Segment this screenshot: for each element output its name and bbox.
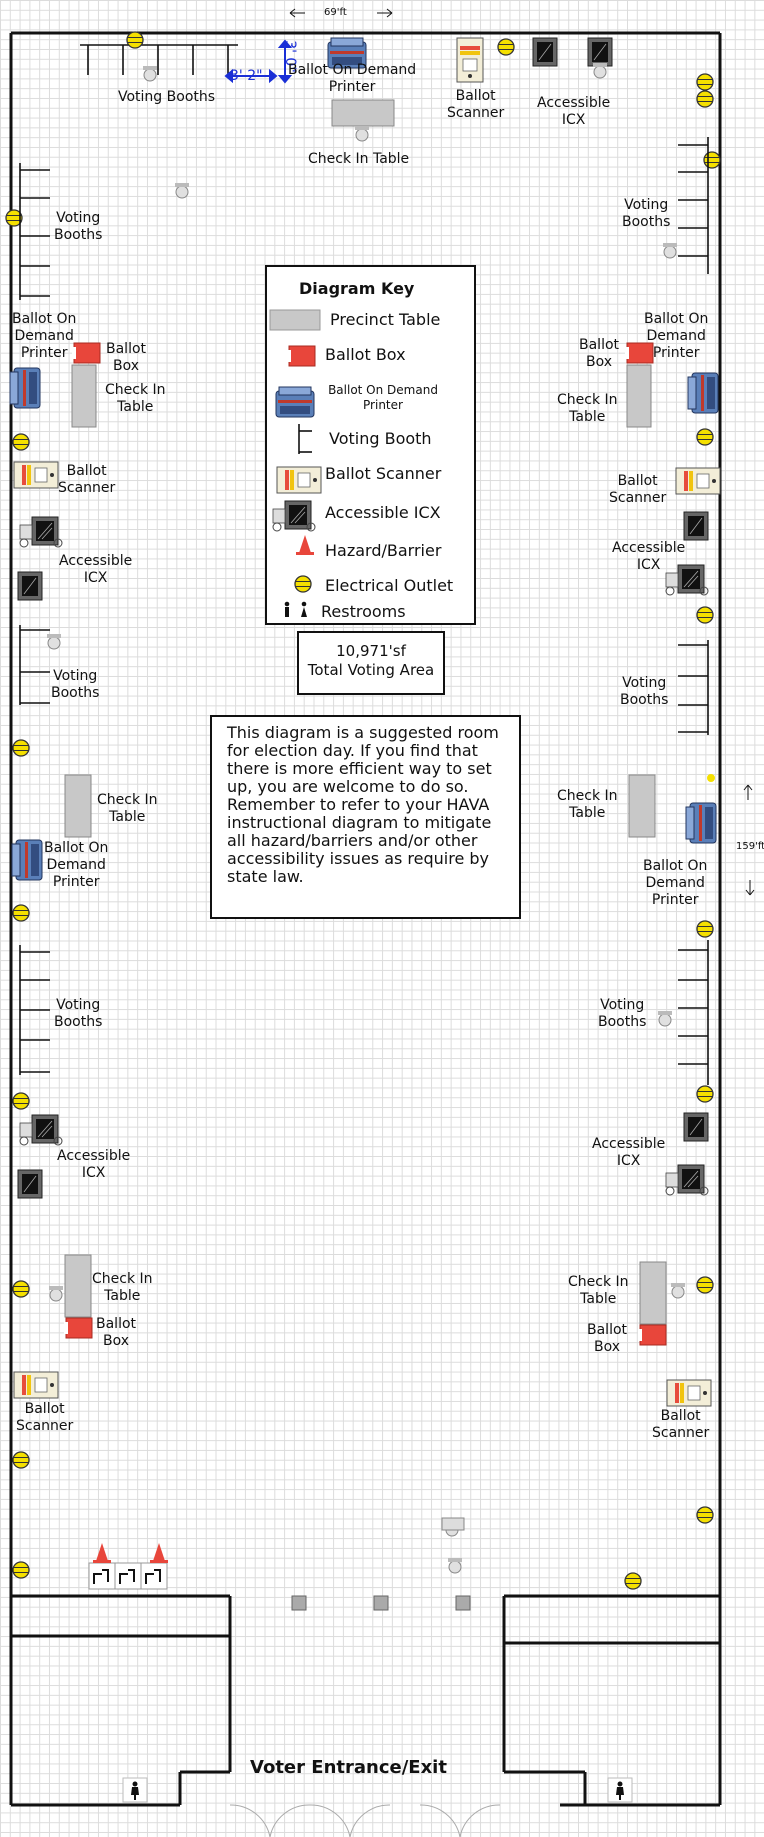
instruction-note: This diagram is a suggested room for ele…	[210, 715, 521, 919]
total-area-value: 10,971'sf	[336, 642, 406, 660]
hazard-barrier-icon	[296, 535, 314, 555]
key-label-electrical-outlet: Electrical Outlet	[325, 576, 454, 595]
ballot-on-demand-printer-icon	[275, 386, 315, 418]
voting-booths-right-2	[678, 640, 709, 735]
restrooms-icon	[284, 601, 307, 617]
total-area-caption: Total Voting Area	[307, 661, 435, 679]
diagram-key: Diagram Key Precinct Table Ballot Box Ba…	[265, 265, 476, 625]
accessible-icx-left-2-label: Accessible ICX	[57, 1148, 131, 1181]
ballot-box-right-2-label: Ballot Box	[587, 1322, 628, 1355]
key-label-hazard-barrier: Hazard/Barrier	[325, 541, 442, 560]
electrical-outlets	[5, 31, 721, 1590]
voting-booths-left-3	[19, 945, 50, 1075]
key-title: Diagram Key	[299, 279, 415, 298]
ballot-scanner-left-1-label: Ballot Scanner	[58, 463, 116, 496]
electrical-outlet-icon	[294, 575, 312, 593]
voting-booths-right-3	[678, 940, 709, 1085]
ballot-scanner-top-label: Ballot Scanner	[447, 88, 505, 121]
entrance-doors	[229, 1804, 501, 1837]
accessible-icx-right-2-label: Accessible ICX	[592, 1136, 666, 1169]
voting-booths-right-3-label: Voting Booths	[598, 997, 647, 1030]
key-label-voting-booth: Voting Booth	[329, 429, 432, 448]
key-label-restrooms: Restrooms	[321, 602, 406, 621]
check-in-table-right-2-label: Check In Table	[557, 788, 618, 821]
voting-booths-right-1	[678, 137, 709, 274]
dimension-arrows	[289, 8, 755, 896]
height-label: 159'ft	[736, 841, 764, 852]
bod-printer-right-1-label: Ballot On Demand Printer	[644, 311, 709, 361]
key-label-accessible-icx: Accessible ICX	[325, 503, 441, 522]
precinct-table-icon	[269, 309, 321, 331]
voting-booths-left-3-label: Voting Booths	[54, 997, 103, 1030]
instruction-note-text: This diagram is a suggested room for ele…	[227, 723, 499, 886]
accessible-icx-icon	[272, 500, 316, 532]
columns	[291, 1595, 471, 1611]
bod-printer-top-label: Ballot On Demand Printer	[288, 62, 417, 95]
voting-booths-left-2-label: Voting Booths	[51, 668, 100, 701]
key-label-bod-printer: Ballot On Demand Printer	[328, 383, 438, 412]
total-area-box: 10,971'sf Total Voting Area	[297, 631, 445, 695]
ballot-box-left-2-label: Ballot Box	[96, 1316, 137, 1349]
accessible-icx-right-1-label: Accessible ICX	[612, 540, 686, 573]
room-walls	[9, 31, 722, 1807]
key-label-precinct-table: Precinct Table	[330, 310, 441, 329]
ballot-scanner-left-2-label: Ballot Scanner	[16, 1401, 74, 1434]
check-in-table-left-2-label: Check In Table	[97, 792, 158, 825]
ballot-box-left-1-label: Ballot Box	[106, 341, 147, 374]
check-in-table-left-1-label: Check In Table	[105, 382, 166, 415]
key-label-ballot-scanner: Ballot Scanner	[325, 464, 442, 483]
measure-width-label: 3' 2"	[230, 68, 263, 84]
voting-booths-label: Voting Booths	[118, 89, 216, 105]
bod-printer-right-2-label: Ballot On Demand Printer	[643, 858, 708, 908]
voting-booths-top	[80, 44, 238, 75]
voting-booths-right-2-label: Voting Booths	[620, 675, 669, 708]
check-in-table-right-1-label: Check In Table	[557, 392, 618, 425]
check-in-table-right-3-label: Check In Table	[568, 1274, 629, 1307]
voter-entrance-label: Voter Entrance/Exit	[250, 1757, 447, 1778]
key-icons	[269, 309, 322, 617]
voting-booth-icon	[298, 424, 312, 454]
measure-marks	[224, 39, 293, 84]
ballot-box-right-1-label: Ballot Box	[579, 337, 620, 370]
bod-printer-left-2-label: Ballot On Demand Printer	[44, 840, 109, 890]
ballot-scanner-right-1-label: Ballot Scanner	[609, 473, 667, 506]
ballot-box-icon	[286, 345, 316, 367]
check-in-table-top-label: Check In Table	[308, 151, 410, 167]
check-in-table-left-3-label: Check In Table	[92, 1271, 153, 1304]
accessible-icx-left-1-label: Accessible ICX	[59, 553, 133, 586]
key-label-ballot-box: Ballot Box	[325, 345, 406, 364]
ballot-scanner-right-2-label: Ballot Scanner	[652, 1408, 710, 1441]
voting-booths-left-2	[19, 625, 50, 705]
voting-booths-left-1-label: Voting Booths	[54, 210, 103, 243]
voting-booths-left-1	[19, 163, 50, 300]
width-label: 69'ft	[324, 7, 347, 18]
ballot-scanner-icon	[276, 466, 322, 494]
voting-booths-right-1-label: Voting Booths	[622, 197, 671, 230]
accessible-icx-top-label: Accessible ICX	[537, 95, 611, 128]
bod-printer-left-1-label: Ballot On Demand Printer	[12, 311, 77, 361]
